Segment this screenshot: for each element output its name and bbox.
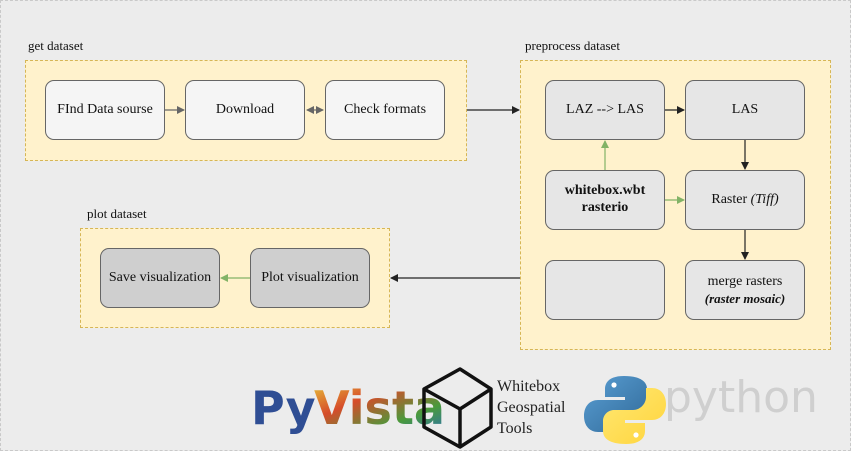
box-find-data-source-label: FInd Data sourse (57, 101, 153, 117)
box-find-data-source[interactable]: FInd Data sourse (45, 80, 165, 140)
pyvista-py-text: Py (251, 381, 316, 435)
box-whitebox-rasterio-text: whitebox.wbt rasterio (565, 183, 646, 217)
box-download[interactable]: Download (185, 80, 305, 140)
box-empty[interactable] (545, 260, 665, 320)
group-label-preprocess-dataset: preprocess dataset (525, 38, 620, 53)
merge-rasters-label: merge rasters (707, 273, 783, 289)
python-logo-icon (584, 376, 666, 444)
whitebox-logo-text: Whitebox Geospatial Tools (497, 376, 565, 439)
box-las-label: LAS (731, 101, 759, 117)
whitebox-text-line-2: Geospatial (497, 399, 566, 416)
box-laz-to-las-label: LAZ --> LAS (566, 101, 644, 117)
box-save-visualization-label: Save visualization (108, 269, 212, 285)
box-check-formats[interactable]: Check formats (325, 80, 445, 140)
box-las[interactable]: LAS (685, 80, 805, 140)
pyvista-logo: Py Vista (251, 381, 445, 435)
box-raster[interactable]: Raster (Tiff) (685, 170, 805, 230)
box-plot-visualization-label: Plot visualization (261, 269, 359, 285)
box-plot-visualization[interactable]: Plot visualization (250, 248, 370, 308)
group-label-plot-dataset: plot dataset (87, 206, 147, 221)
whitebox-text-line-1: Whitebox (497, 378, 561, 395)
rasterio-label: rasterio (581, 200, 629, 215)
raster-mosaic-label: (raster mosaic) (704, 290, 786, 306)
raster-format-label: (Tiff) (750, 191, 779, 207)
whitebox-wbt-label: whitebox.wbt (564, 183, 646, 199)
box-merge-rasters[interactable]: merge rasters (raster mosaic) (685, 260, 805, 320)
box-merge-rasters-text: merge rasters (raster mosaic) (705, 274, 786, 306)
whitebox-cube-icon (422, 367, 493, 449)
box-whitebox-rasterio[interactable]: whitebox.wbt rasterio (545, 170, 665, 230)
box-check-formats-label: Check formats (343, 101, 427, 117)
box-raster-text: Raster (Tiff) (711, 192, 778, 209)
box-download-label: Download (215, 101, 275, 117)
raster-label: Raster (711, 191, 748, 207)
box-laz-to-las[interactable]: LAZ --> LAS (545, 80, 665, 140)
whitebox-text-line-3: Tools (497, 420, 533, 437)
group-label-get-dataset: get dataset (28, 38, 84, 53)
python-logo-text: python (664, 372, 818, 423)
box-save-visualization[interactable]: Save visualization (100, 248, 220, 308)
